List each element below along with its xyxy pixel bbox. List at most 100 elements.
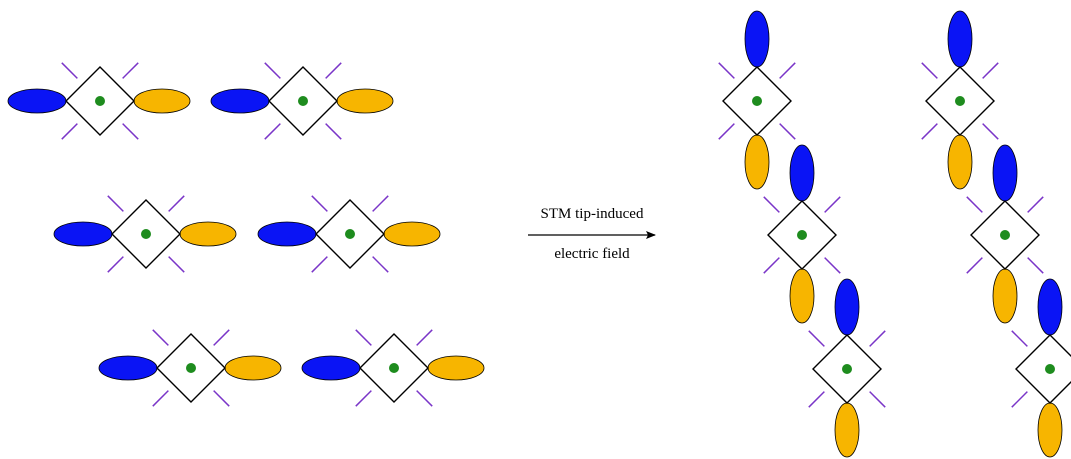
initial-horizontal-assembly	[7, 62, 485, 407]
acceptor-lobe	[336, 88, 394, 114]
molecule-horizontal	[7, 62, 191, 140]
ligand-stub	[213, 390, 230, 407]
ligand-stub	[824, 196, 841, 213]
core-center-dot	[141, 229, 151, 239]
molecule-vertical	[808, 278, 886, 458]
ligand-stub	[869, 391, 886, 408]
donor-lobe	[789, 144, 815, 202]
donor-lobe	[7, 88, 67, 114]
ligand-stub	[966, 196, 983, 213]
ligand-stub	[416, 390, 433, 407]
donor-lobe	[53, 221, 113, 247]
ligand-stub	[311, 256, 328, 273]
acceptor-lobe	[383, 221, 441, 247]
acceptor-lobe	[224, 355, 282, 381]
donor-lobe	[834, 278, 860, 336]
acceptor-lobe	[992, 268, 1018, 324]
molecule-vertical	[763, 144, 841, 324]
molecule-vertical	[1011, 278, 1071, 458]
core-center-dot	[298, 96, 308, 106]
ligand-stub	[168, 256, 185, 273]
final-vertical-assembly	[718, 10, 1071, 458]
donor-lobe	[1037, 278, 1063, 336]
ligand-stub	[1011, 391, 1028, 408]
ligand-stub	[982, 62, 999, 79]
molecule-horizontal	[210, 62, 394, 140]
donor-lobe	[992, 144, 1018, 202]
arrow-label-top: STM tip-induced	[541, 206, 644, 222]
molecule-horizontal	[53, 195, 237, 273]
ligand-stub	[779, 62, 796, 79]
molecule-vertical	[921, 10, 999, 190]
donor-lobe	[98, 355, 158, 381]
ligand-stub	[763, 196, 780, 213]
acceptor-lobe	[789, 268, 815, 324]
core-center-dot	[1000, 230, 1010, 240]
ligand-stub	[779, 123, 796, 140]
ligand-stub	[1011, 330, 1028, 347]
acceptor-lobe	[179, 221, 237, 247]
core-diamond	[1015, 334, 1071, 404]
ligand-stub	[355, 390, 372, 407]
acceptor-lobe	[133, 88, 191, 114]
ligand-stub	[869, 330, 886, 347]
ligand-stub	[107, 256, 124, 273]
core-center-dot	[842, 364, 852, 374]
ligand-stub	[325, 123, 342, 140]
ligand-stub	[718, 62, 735, 79]
acceptor-lobe	[834, 402, 860, 458]
ligand-stub	[152, 329, 169, 346]
donor-lobe	[744, 10, 770, 68]
molecule-horizontal	[257, 195, 441, 273]
ligand-stub	[213, 329, 230, 346]
ligand-stub	[921, 62, 938, 79]
acceptor-lobe	[744, 134, 770, 190]
ligand-stub	[122, 62, 139, 79]
ligand-stub	[61, 123, 78, 140]
ligand-stub	[61, 62, 78, 79]
donor-lobe	[947, 10, 973, 68]
acceptor-lobe	[1037, 402, 1063, 458]
molecule-horizontal	[98, 329, 282, 407]
ligand-stub	[264, 62, 281, 79]
ligand-stub	[1027, 196, 1044, 213]
ligand-stub	[808, 391, 825, 408]
donor-lobe	[210, 88, 270, 114]
ligand-stub	[718, 123, 735, 140]
ligand-stub	[372, 195, 389, 212]
arrow-label-bottom: electric field	[554, 246, 630, 262]
ligand-stub	[311, 195, 328, 212]
molecule-vertical	[966, 144, 1044, 324]
ligand-stub	[264, 123, 281, 140]
ligand-stub	[107, 195, 124, 212]
core-center-dot	[186, 363, 196, 373]
core-center-dot	[797, 230, 807, 240]
molecule-vertical	[718, 10, 796, 190]
ligand-stub	[122, 123, 139, 140]
core-center-dot	[1045, 364, 1055, 374]
ligand-stub	[152, 390, 169, 407]
ligand-stub	[921, 123, 938, 140]
donor-lobe	[257, 221, 317, 247]
molecule-horizontal	[301, 329, 485, 407]
core-center-dot	[95, 96, 105, 106]
transition-arrow: STM tip-induced electric field	[528, 206, 656, 262]
ligand-stub	[808, 330, 825, 347]
ligand-stub	[168, 195, 185, 212]
donor-lobe	[301, 355, 361, 381]
ligand-stub	[325, 62, 342, 79]
ligand-stub	[1027, 257, 1044, 274]
ligand-stub	[982, 123, 999, 140]
acceptor-lobe	[947, 134, 973, 190]
ligand-stub	[824, 257, 841, 274]
ligand-stub	[416, 329, 433, 346]
ligand-stub	[355, 329, 372, 346]
ligand-stub	[372, 256, 389, 273]
core-center-dot	[389, 363, 399, 373]
core-center-dot	[955, 96, 965, 106]
core-center-dot	[345, 229, 355, 239]
acceptor-lobe	[427, 355, 485, 381]
ligand-stub	[966, 257, 983, 274]
core-center-dot	[752, 96, 762, 106]
